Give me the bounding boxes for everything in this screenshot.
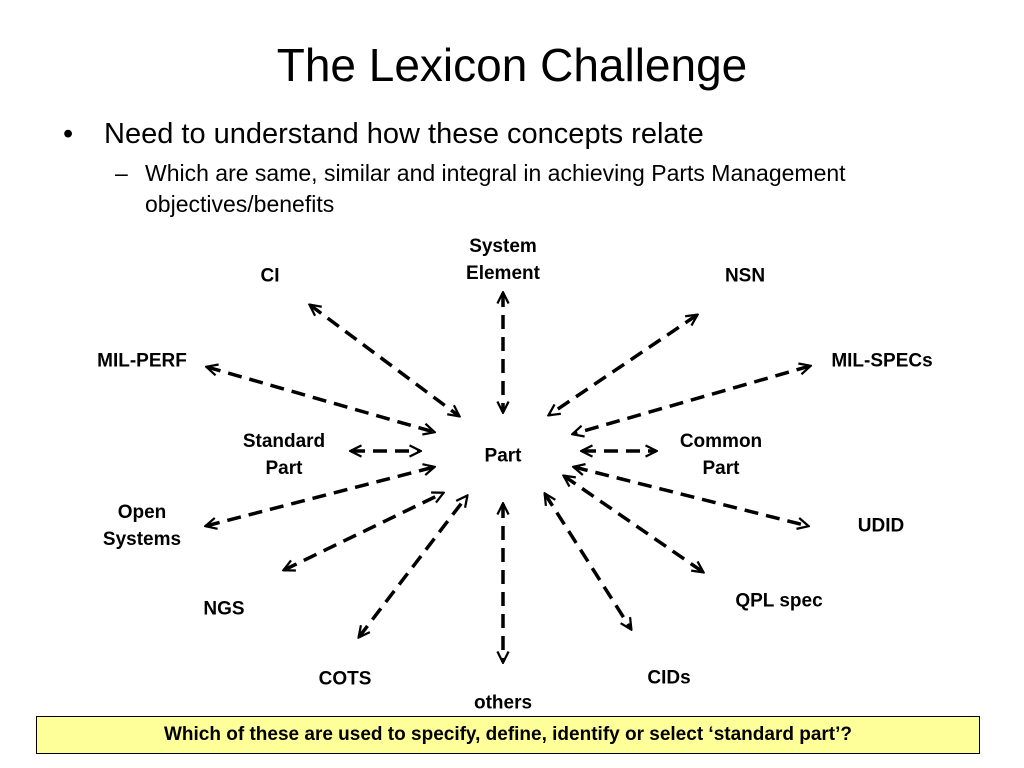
node-cids: CIDs xyxy=(647,667,691,689)
node-standard-part: Standard Part xyxy=(242,431,326,479)
node-ngs: NGS xyxy=(203,598,245,620)
node-mil-perf: MIL-PERF xyxy=(97,350,187,372)
node-qpl-spec: QPL spec xyxy=(735,590,823,612)
node-others: others xyxy=(473,692,533,714)
arrow-cots xyxy=(359,496,467,637)
part-center-label: Part xyxy=(484,445,522,467)
node-common-part: Common Part xyxy=(679,431,763,479)
bullet-dash-icon: – xyxy=(115,160,128,186)
bullet-text: Which are same, similar and integral in … xyxy=(145,160,846,217)
node-system-element: System Element xyxy=(466,236,540,284)
footer-question-box: Which of these are used to specify, defi… xyxy=(36,716,980,754)
arrow-mil-specs xyxy=(573,366,810,434)
arrow-cids xyxy=(545,494,631,629)
arrow-ci xyxy=(310,305,459,416)
slide-title: The Lexicon Challenge xyxy=(276,39,748,91)
bullet-text: Need to understand how these concepts re… xyxy=(104,118,704,150)
node-mil-specs: MIL-SPECs xyxy=(831,350,933,372)
bullet-dot-icon: • xyxy=(63,118,74,150)
arrow-mil-perf xyxy=(207,367,434,432)
arrow-nsn xyxy=(549,315,697,415)
node-nsn: NSN xyxy=(724,265,766,287)
node-open-systems: Open Systems xyxy=(102,502,182,550)
node-ci: CI xyxy=(260,265,280,287)
node-cots: COTS xyxy=(318,668,372,690)
node-udid: UDID xyxy=(857,515,905,537)
